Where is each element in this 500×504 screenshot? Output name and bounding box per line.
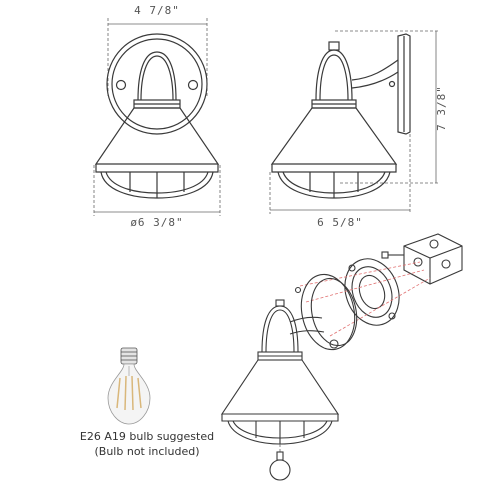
suggested-bulb <box>107 347 151 425</box>
canopy <box>294 273 358 351</box>
exploded-shade <box>220 359 340 415</box>
side-depth-label: 6 5/8" <box>317 216 363 229</box>
front-width-dimension <box>107 18 208 96</box>
side-height-label: 7 3/8" <box>435 85 448 131</box>
install-bulb <box>269 451 291 481</box>
side-shade <box>270 107 398 165</box>
front-shade <box>94 107 220 165</box>
front-screw-right <box>187 79 199 91</box>
exploded-view <box>220 233 463 481</box>
junction-box <box>381 233 463 285</box>
front-neck <box>137 51 177 101</box>
side-backplate <box>397 33 411 135</box>
side-dome <box>315 49 353 101</box>
bulb-caption: E26 A19 bulb suggested (Bulb not include… <box>72 429 222 459</box>
front-diameter-label: ø6 3/8" <box>130 216 183 229</box>
front-backplate <box>106 33 208 135</box>
front-screw-left <box>115 79 127 91</box>
mounting-bracket <box>344 258 400 326</box>
side-arm <box>351 59 399 81</box>
bulb-caption-line1: E26 A19 bulb suggested <box>79 430 215 443</box>
front-view <box>93 18 221 216</box>
side-view <box>269 30 440 214</box>
front-diameter-dimension <box>93 165 221 216</box>
front-width-label: 4 7/8" <box>134 4 180 17</box>
bulb-caption-line2: (Bulb not included) <box>94 445 200 458</box>
